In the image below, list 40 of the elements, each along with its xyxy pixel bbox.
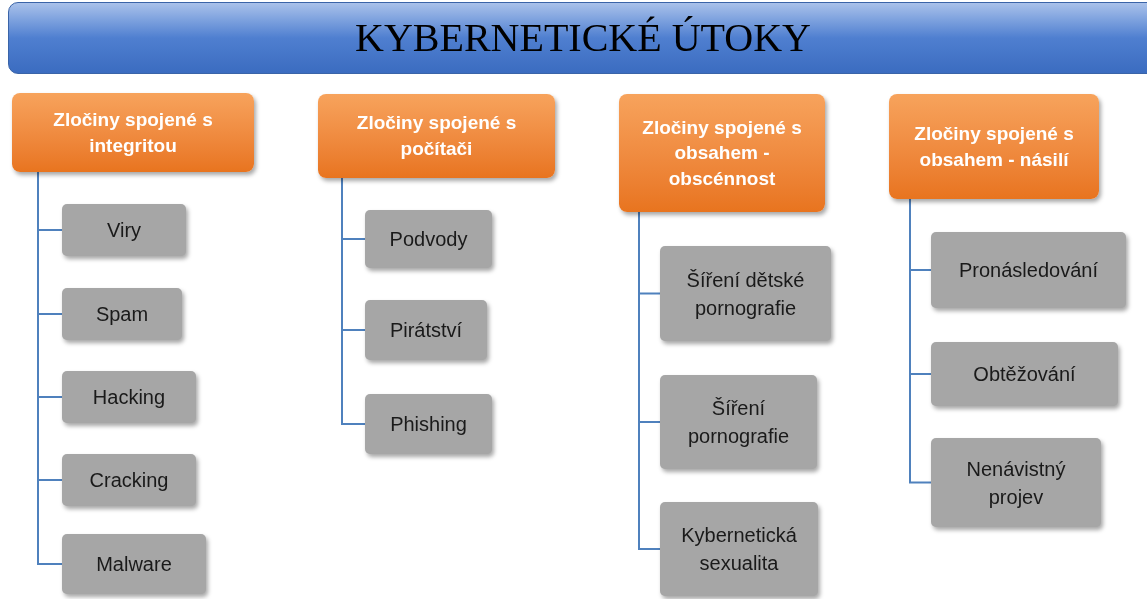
item-label: Malware	[96, 552, 172, 577]
item-box	[62, 534, 206, 594]
category-label: Zločiny spojené s počítači	[355, 111, 518, 161]
item-label: Phishing	[390, 412, 467, 437]
item-box	[62, 371, 196, 423]
item-box	[931, 232, 1126, 308]
item-label: Pirátství	[389, 318, 463, 343]
item-box	[62, 454, 196, 506]
item-box	[62, 204, 186, 256]
item-box	[365, 210, 492, 268]
item-label: Šíření pornografie	[686, 396, 791, 449]
item-box	[365, 300, 487, 360]
item-label: Hacking	[92, 385, 166, 410]
category-label: Zločiny spojené s obsahem - násilí	[913, 121, 1075, 172]
category-label: Zločiny spojené s obsahem - obscénnost	[641, 115, 803, 191]
category-box	[318, 94, 555, 178]
item-box	[660, 502, 818, 596]
connector-line	[638, 211, 661, 550]
item-box	[931, 438, 1101, 527]
connector-line	[341, 177, 366, 425]
item-label: Pronásledování	[959, 258, 1098, 283]
item-label: Nenávistný projev	[965, 456, 1067, 510]
item-label: Kybernetická sexualita	[680, 523, 798, 576]
item-label: Cracking	[89, 468, 169, 493]
item-box	[931, 342, 1118, 406]
category-box	[12, 93, 254, 172]
item-label: Viry	[106, 218, 142, 243]
item-label: Šíření dětské pornografie	[685, 267, 806, 321]
item-box	[365, 394, 492, 454]
item-box	[660, 246, 831, 341]
item-box	[62, 288, 182, 340]
item-box	[660, 375, 817, 469]
connector-line	[909, 198, 932, 484]
category-label: Zločiny spojené s integritou	[52, 107, 214, 158]
category-box	[619, 94, 825, 212]
category-box	[889, 94, 1099, 199]
item-label: Obtěžování	[973, 362, 1076, 387]
item-label: Podvody	[389, 227, 468, 252]
title-banner: KYBERNETICKÉ ÚTOKY	[8, 2, 1147, 74]
item-label: Spam	[95, 302, 149, 327]
